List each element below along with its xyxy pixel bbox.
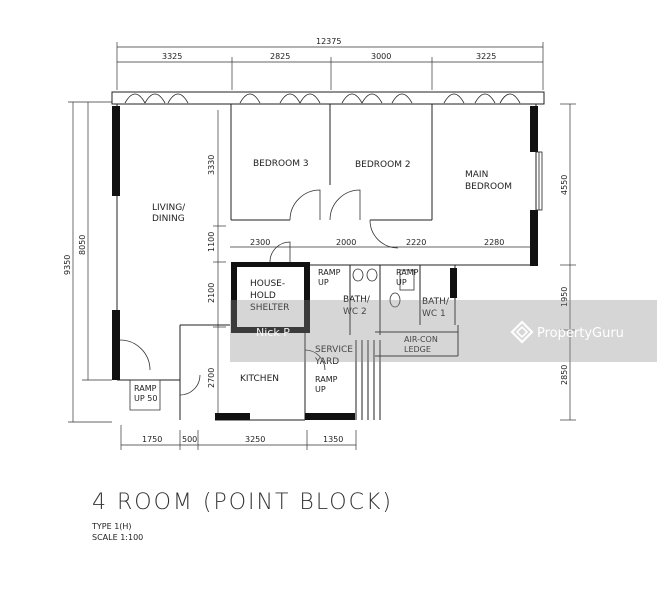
plan-type: TYPE 1(H) <box>92 522 132 531</box>
windows <box>124 93 543 211</box>
plan-scale: SCALE 1:100 <box>92 533 144 542</box>
dim-top-seg-2: 2825 <box>270 52 290 61</box>
plan-title: 4 ROOM (POINT BLOCK) <box>92 490 393 515</box>
dim-inner-v1: 3330 <box>207 155 216 175</box>
ramp-label-2: RAMP <box>396 268 419 277</box>
dim-bottom-3: 3250 <box>245 435 265 444</box>
watermark-band <box>230 300 657 362</box>
shelter-label-2: HOLD <box>250 291 276 301</box>
kitchen-label: KITCHEN <box>240 374 279 384</box>
thick-walls <box>112 106 538 420</box>
dim-bottom-2: 500 <box>182 435 197 444</box>
bath1-label-2: WC 1 <box>422 309 446 319</box>
aircon-label-1: AIR-CON <box>404 335 438 344</box>
dim-inner-v2: 1100 <box>207 232 216 252</box>
ramp-label-3: RAMP <box>315 375 338 384</box>
dim-corridor-2: 2000 <box>336 238 356 247</box>
ramp-up-label-3: UP <box>315 385 326 394</box>
thin-walls <box>111 91 545 421</box>
service-label-2: YARD <box>314 357 339 367</box>
dim-inner-v3: 2100 <box>207 283 216 303</box>
main-bedroom-label-1: MAIN <box>465 170 488 180</box>
dim-bottom-1: 1750 <box>142 435 162 444</box>
bath-fixtures <box>352 268 415 308</box>
bath1-label-1: BATH/ <box>422 297 450 307</box>
dim-corridor-1: 2300 <box>250 238 270 247</box>
door-swings <box>119 189 399 411</box>
watermark-left-text: Nick P <box>256 326 290 339</box>
dim-left-outer: 9350 <box>63 255 72 275</box>
watermark-text: PropertyGuru <box>537 326 624 341</box>
aircon-label-2: LEDGE <box>404 345 431 354</box>
ramp50-label-2: UP 50 <box>134 394 157 403</box>
dim-right-v2: 1950 <box>560 287 569 307</box>
dim-top-seg-3: 3000 <box>371 52 391 61</box>
bedroom3-label: BEDROOM 3 <box>253 159 309 169</box>
ramp-label-1: RAMP <box>318 268 341 277</box>
dining-label: DINING <box>152 214 185 224</box>
shelter-label-3: SHELTER <box>250 303 289 313</box>
propertyguru-logo-icon <box>510 320 534 344</box>
ramp-up-label-1: UP <box>318 278 329 287</box>
dim-right-v3: 2850 <box>560 365 569 385</box>
dim-top-seg-1: 3325 <box>162 52 182 61</box>
dim-inner-v4: 2700 <box>207 368 216 388</box>
dim-corridor-4: 2280 <box>484 238 504 247</box>
living-label: LIVING/ <box>152 203 186 213</box>
bath2-label-1: BATH/ <box>343 295 371 305</box>
bedroom2-label: BEDROOM 2 <box>355 160 411 170</box>
dim-right-v1: 4550 <box>560 175 569 195</box>
dim-corridor-3: 2220 <box>406 238 426 247</box>
ramp50-label-1: RAMP <box>134 384 157 393</box>
service-label-1: SERVICE <box>315 345 353 355</box>
dimension-lines <box>68 42 576 450</box>
dim-top-total: 12375 <box>316 37 341 46</box>
dim-bottom-4: 1350 <box>323 435 343 444</box>
shelter-label-1: HOUSE- <box>250 279 285 289</box>
dim-left-inner: 8050 <box>78 235 87 255</box>
main-bedroom-label-2: BEDROOM <box>465 182 512 192</box>
dim-top-seg-4: 3225 <box>476 52 496 61</box>
bath2-label-2: WC 2 <box>343 307 367 317</box>
ramp-up-label-2: UP <box>396 278 407 287</box>
